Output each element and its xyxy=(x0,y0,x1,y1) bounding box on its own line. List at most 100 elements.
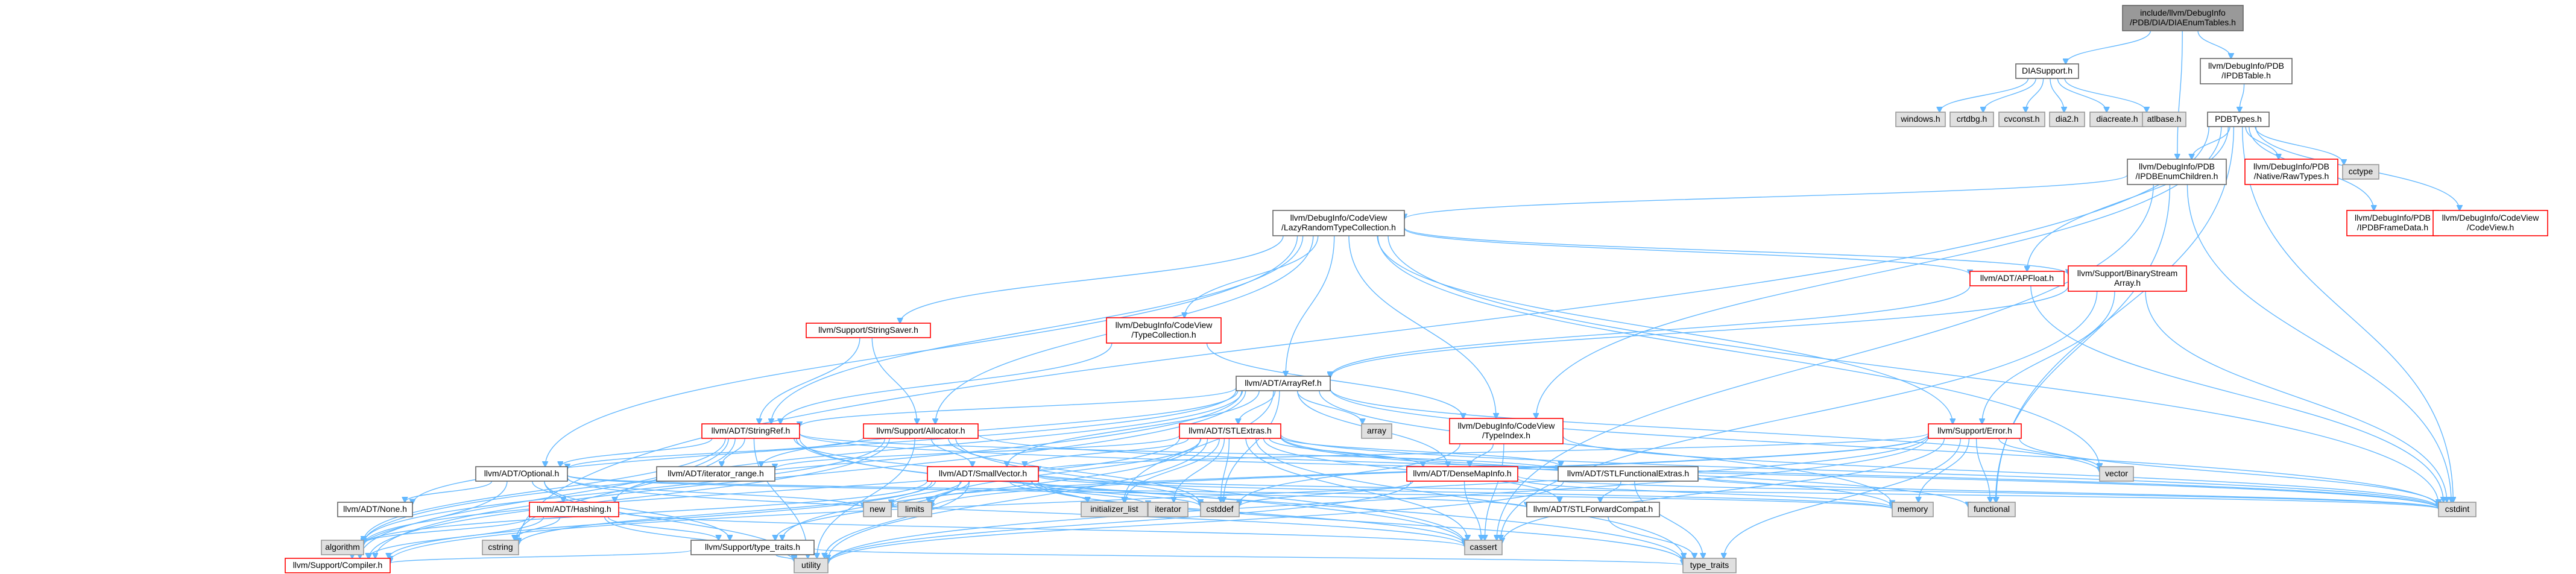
node-new[interactable]: new xyxy=(863,502,892,517)
node-iterator[interactable]: iterator xyxy=(1148,502,1189,517)
node-label-stlfunctional-0: llvm/ADT/STLFunctionalExtras.h xyxy=(1567,468,1689,478)
edge-stlextras-to-initlist xyxy=(1125,438,1220,502)
node-apfloat[interactable]: llvm/ADT/APFloat.h xyxy=(1969,271,2065,286)
node-stlfunctional[interactable]: llvm/ADT/STLFunctionalExtras.h xyxy=(1558,466,1699,482)
edge-stringref-to-optional xyxy=(560,438,713,467)
node-typecoll[interactable]: llvm/DebugInfo/CodeView/TypeCollection.h xyxy=(1106,317,1222,344)
edge-typeindex-to-cstdint xyxy=(1562,435,2439,508)
edge-apfloat-to-arrayref xyxy=(1330,285,1971,377)
node-label-typetraitsllvm-0: llvm/Support/type_traits.h xyxy=(705,542,800,552)
node-smallvector[interactable]: llvm/ADT/SmallVector.h xyxy=(927,466,1039,482)
edge-lazyrandom-to-typeindex xyxy=(1348,235,1496,418)
edge-layer xyxy=(352,30,2460,565)
edge-ipdbenum-to-lazyrandom xyxy=(1404,174,2128,219)
edge-allocator-to-optional xyxy=(567,437,864,469)
node-box-limits xyxy=(897,502,932,517)
node-arrayref[interactable]: llvm/ADT/ArrayRef.h xyxy=(1236,376,1331,391)
edge-hashing-to-typetraitsllvm xyxy=(607,516,718,540)
node-ipdbenum[interactable]: llvm/DebugInfo/PDB/IPDBEnumChildren.h xyxy=(2127,159,2227,185)
edge-pdbtypes-to-cstring xyxy=(519,126,2209,543)
node-box-windows xyxy=(1895,112,1946,127)
edge-lazyrandom-to-apfloat xyxy=(1404,228,1970,275)
node-functional[interactable]: functional xyxy=(1968,502,2016,517)
node-lazyrandom[interactable]: llvm/DebugInfo/CodeView/LazyRandomTypeCo… xyxy=(1272,210,1405,236)
edge-optional-to-hashing xyxy=(531,481,564,502)
node-error[interactable]: llvm/Support/Error.h xyxy=(1928,423,2022,439)
node-ipdbtable[interactable]: llvm/DebugInfo/PDB/IPDBTable.h xyxy=(2200,58,2293,84)
node-dia2[interactable]: dia2.h xyxy=(2049,112,2085,127)
node-iterrange[interactable]: llvm/ADT/iterator_range.h xyxy=(656,466,775,482)
node-algorithm[interactable]: algorithm xyxy=(321,540,364,555)
edge-diasupport-to-crtdbg xyxy=(1983,78,2036,112)
node-box-stringref xyxy=(701,423,800,439)
node-box-binstream xyxy=(2068,265,2187,292)
node-compiler[interactable]: llvm/Support/Compiler.h xyxy=(285,558,391,573)
node-label-ipdbenum-1: /IPDBEnumChildren.h xyxy=(2136,171,2218,181)
node-limits[interactable]: limits xyxy=(897,502,932,517)
node-stringsaver[interactable]: llvm/Support/StringSaver.h xyxy=(806,323,931,338)
node-cctype[interactable]: cctype xyxy=(2342,164,2379,180)
node-initlist[interactable]: initializer_list xyxy=(1081,502,1148,517)
node-label-iterator-0: iterator xyxy=(1155,504,1181,514)
edge-arrayref-to-hashing xyxy=(615,390,1243,502)
node-box-ipdbenum xyxy=(2127,159,2227,185)
edge-stlextras-to-iterator xyxy=(1174,438,1225,502)
node-stlextras[interactable]: llvm/ADT/STLExtras.h xyxy=(1179,423,1281,439)
node-label-nativeraw-0: llvm/DebugInfo/PDB xyxy=(2253,162,2329,171)
node-array[interactable]: array xyxy=(1361,423,1392,439)
edge-hashing-to-compiler xyxy=(368,516,545,558)
node-label-cvconst-0: cvconst.h xyxy=(2004,114,2039,124)
edge-pdbtypes-to-nativeraw xyxy=(2245,126,2279,159)
node-optional[interactable]: llvm/ADT/Optional.h xyxy=(475,466,568,482)
edge-root-to-diasupport xyxy=(2066,30,2151,64)
node-atlbase[interactable]: atlbase.h xyxy=(2142,112,2186,127)
node-codeview[interactable]: llvm/DebugInfo/CodeView/CodeView.h xyxy=(2432,210,2548,236)
node-cvconst[interactable]: cvconst.h xyxy=(1998,112,2045,127)
node-pdbtypes[interactable]: PDBTypes.h xyxy=(2207,112,2270,127)
node-typeindex[interactable]: llvm/DebugInfo/CodeView/TypeIndex.h xyxy=(1449,418,1564,444)
node-box-initlist xyxy=(1081,502,1148,517)
node-vector[interactable]: vector xyxy=(2099,466,2134,482)
node-diacreate[interactable]: diacreate.h xyxy=(2089,112,2145,127)
node-allocator[interactable]: llvm/Support/Allocator.h xyxy=(863,423,979,439)
node-hashing[interactable]: llvm/ADT/Hashing.h xyxy=(529,502,619,517)
node-stlforward[interactable]: llvm/ADT/STLForwardCompat.h xyxy=(1526,502,1660,517)
node-label-typecoll-1: /TypeCollection.h xyxy=(1131,330,1196,339)
node-nativeraw[interactable]: llvm/DebugInfo/PDB/Native/RawTypes.h xyxy=(2244,159,2338,185)
node-box-densemapinfo xyxy=(1406,466,1518,482)
edge-stlextras-to-utility xyxy=(828,438,1208,560)
node-utility[interactable]: utility xyxy=(794,558,829,573)
edge-error-to-smallvector xyxy=(1038,432,1929,472)
node-box-iterator xyxy=(1148,502,1189,517)
node-box-typetraits xyxy=(1682,558,1737,573)
node-box-new xyxy=(863,502,892,517)
node-cstdint[interactable]: cstdint xyxy=(2438,502,2477,517)
node-box-typecoll xyxy=(1106,317,1222,344)
node-cstring[interactable]: cstring xyxy=(482,540,519,555)
edge-lazyrandom-to-stringref xyxy=(771,235,1304,424)
node-box-cvconst xyxy=(1998,112,2045,127)
node-cstddef[interactable]: cstddef xyxy=(1200,502,1240,517)
edge-apfloat-to-cstdint xyxy=(2030,285,2443,502)
node-memory[interactable]: memory xyxy=(1892,502,1934,517)
node-box-vector xyxy=(2099,466,2134,482)
node-typetraitsllvm[interactable]: llvm/Support/type_traits.h xyxy=(690,540,815,555)
node-cassert[interactable]: cassert xyxy=(1464,540,1503,555)
node-framedata[interactable]: llvm/DebugInfo/PDB/IPDBFrameData.h xyxy=(2346,210,2439,236)
node-crtdbg[interactable]: crtdbg.h xyxy=(1949,112,1994,127)
node-none[interactable]: llvm/ADT/None.h xyxy=(337,502,413,517)
edge-ipdbenum-to-functional xyxy=(1996,184,2171,502)
edge-typecoll-to-stringref xyxy=(780,342,1113,424)
node-label-atlbase-0: atlbase.h xyxy=(2147,114,2182,124)
node-label-binstream-0: llvm/Support/BinaryStream xyxy=(2077,268,2178,278)
node-box-root xyxy=(2122,5,2244,31)
node-windows[interactable]: windows.h xyxy=(1895,112,1946,127)
edge-arrayref-to-iterrange xyxy=(761,390,1239,467)
node-diasupport[interactable]: DIASupport.h xyxy=(2015,63,2079,79)
node-stringref[interactable]: llvm/ADT/StringRef.h xyxy=(701,423,800,439)
node-typetraits[interactable]: type_traits xyxy=(1682,558,1737,573)
node-densemapinfo[interactable]: llvm/ADT/DenseMapInfo.h xyxy=(1406,466,1518,482)
node-label-smallvector-0: llvm/ADT/SmallVector.h xyxy=(939,468,1027,478)
node-label-pdbtypes-0: PDBTypes.h xyxy=(2215,114,2262,124)
